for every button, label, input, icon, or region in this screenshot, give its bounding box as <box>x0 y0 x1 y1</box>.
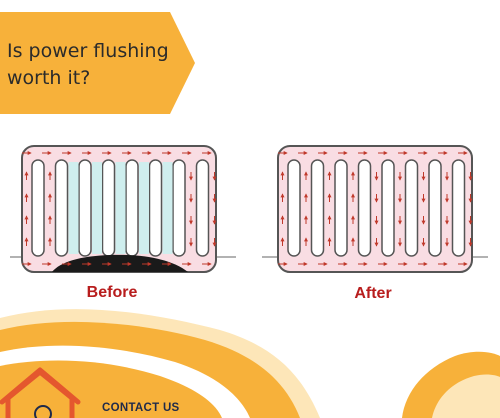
contact-us-link[interactable]: CONTACT US <box>102 402 180 414</box>
radiator-column <box>287 159 301 257</box>
clear-water-channel <box>162 162 173 254</box>
radiator-column <box>404 159 419 257</box>
radiator-column <box>451 159 466 257</box>
radiator-column <box>381 159 395 257</box>
title-line-1: Is power flushing <box>7 40 169 62</box>
radiator-after-columns <box>287 159 466 257</box>
title-line-2: worth it? <box>7 67 91 89</box>
radiator-after-frame <box>277 145 473 273</box>
radiator-column <box>101 159 116 257</box>
radiator-column <box>54 159 69 257</box>
house-icon <box>0 367 81 418</box>
clear-water-channel <box>115 162 126 254</box>
sludge-deposit <box>52 254 188 272</box>
radiator-column <box>148 159 163 257</box>
radiator-before-columns <box>31 159 210 257</box>
radiator-column <box>357 159 372 257</box>
clear-water-channel <box>139 162 149 254</box>
bottom-wave-stripe <box>0 360 222 418</box>
after-label: After <box>354 285 392 302</box>
corner-swirl-inner <box>432 374 500 418</box>
before-label: Before <box>86 284 138 301</box>
radiator-column <box>125 159 139 257</box>
radiator-before <box>10 145 236 273</box>
clear-water-channel <box>68 162 79 254</box>
clear-water-channel <box>92 162 102 254</box>
radiator-column <box>31 159 45 257</box>
flow-arrows-after <box>278 151 473 266</box>
radiator-column <box>310 159 325 257</box>
radiator-column <box>334 159 348 257</box>
radiator-column <box>195 159 210 257</box>
title-banner <box>0 12 195 114</box>
page-title: Is power flushing worth it? <box>7 38 197 92</box>
radiator-column <box>428 159 442 257</box>
radiator-column <box>172 159 186 257</box>
phone-icon <box>34 405 52 418</box>
flow-arrows-before <box>22 151 217 266</box>
radiator-after <box>262 145 488 273</box>
radiator-column <box>78 159 92 257</box>
